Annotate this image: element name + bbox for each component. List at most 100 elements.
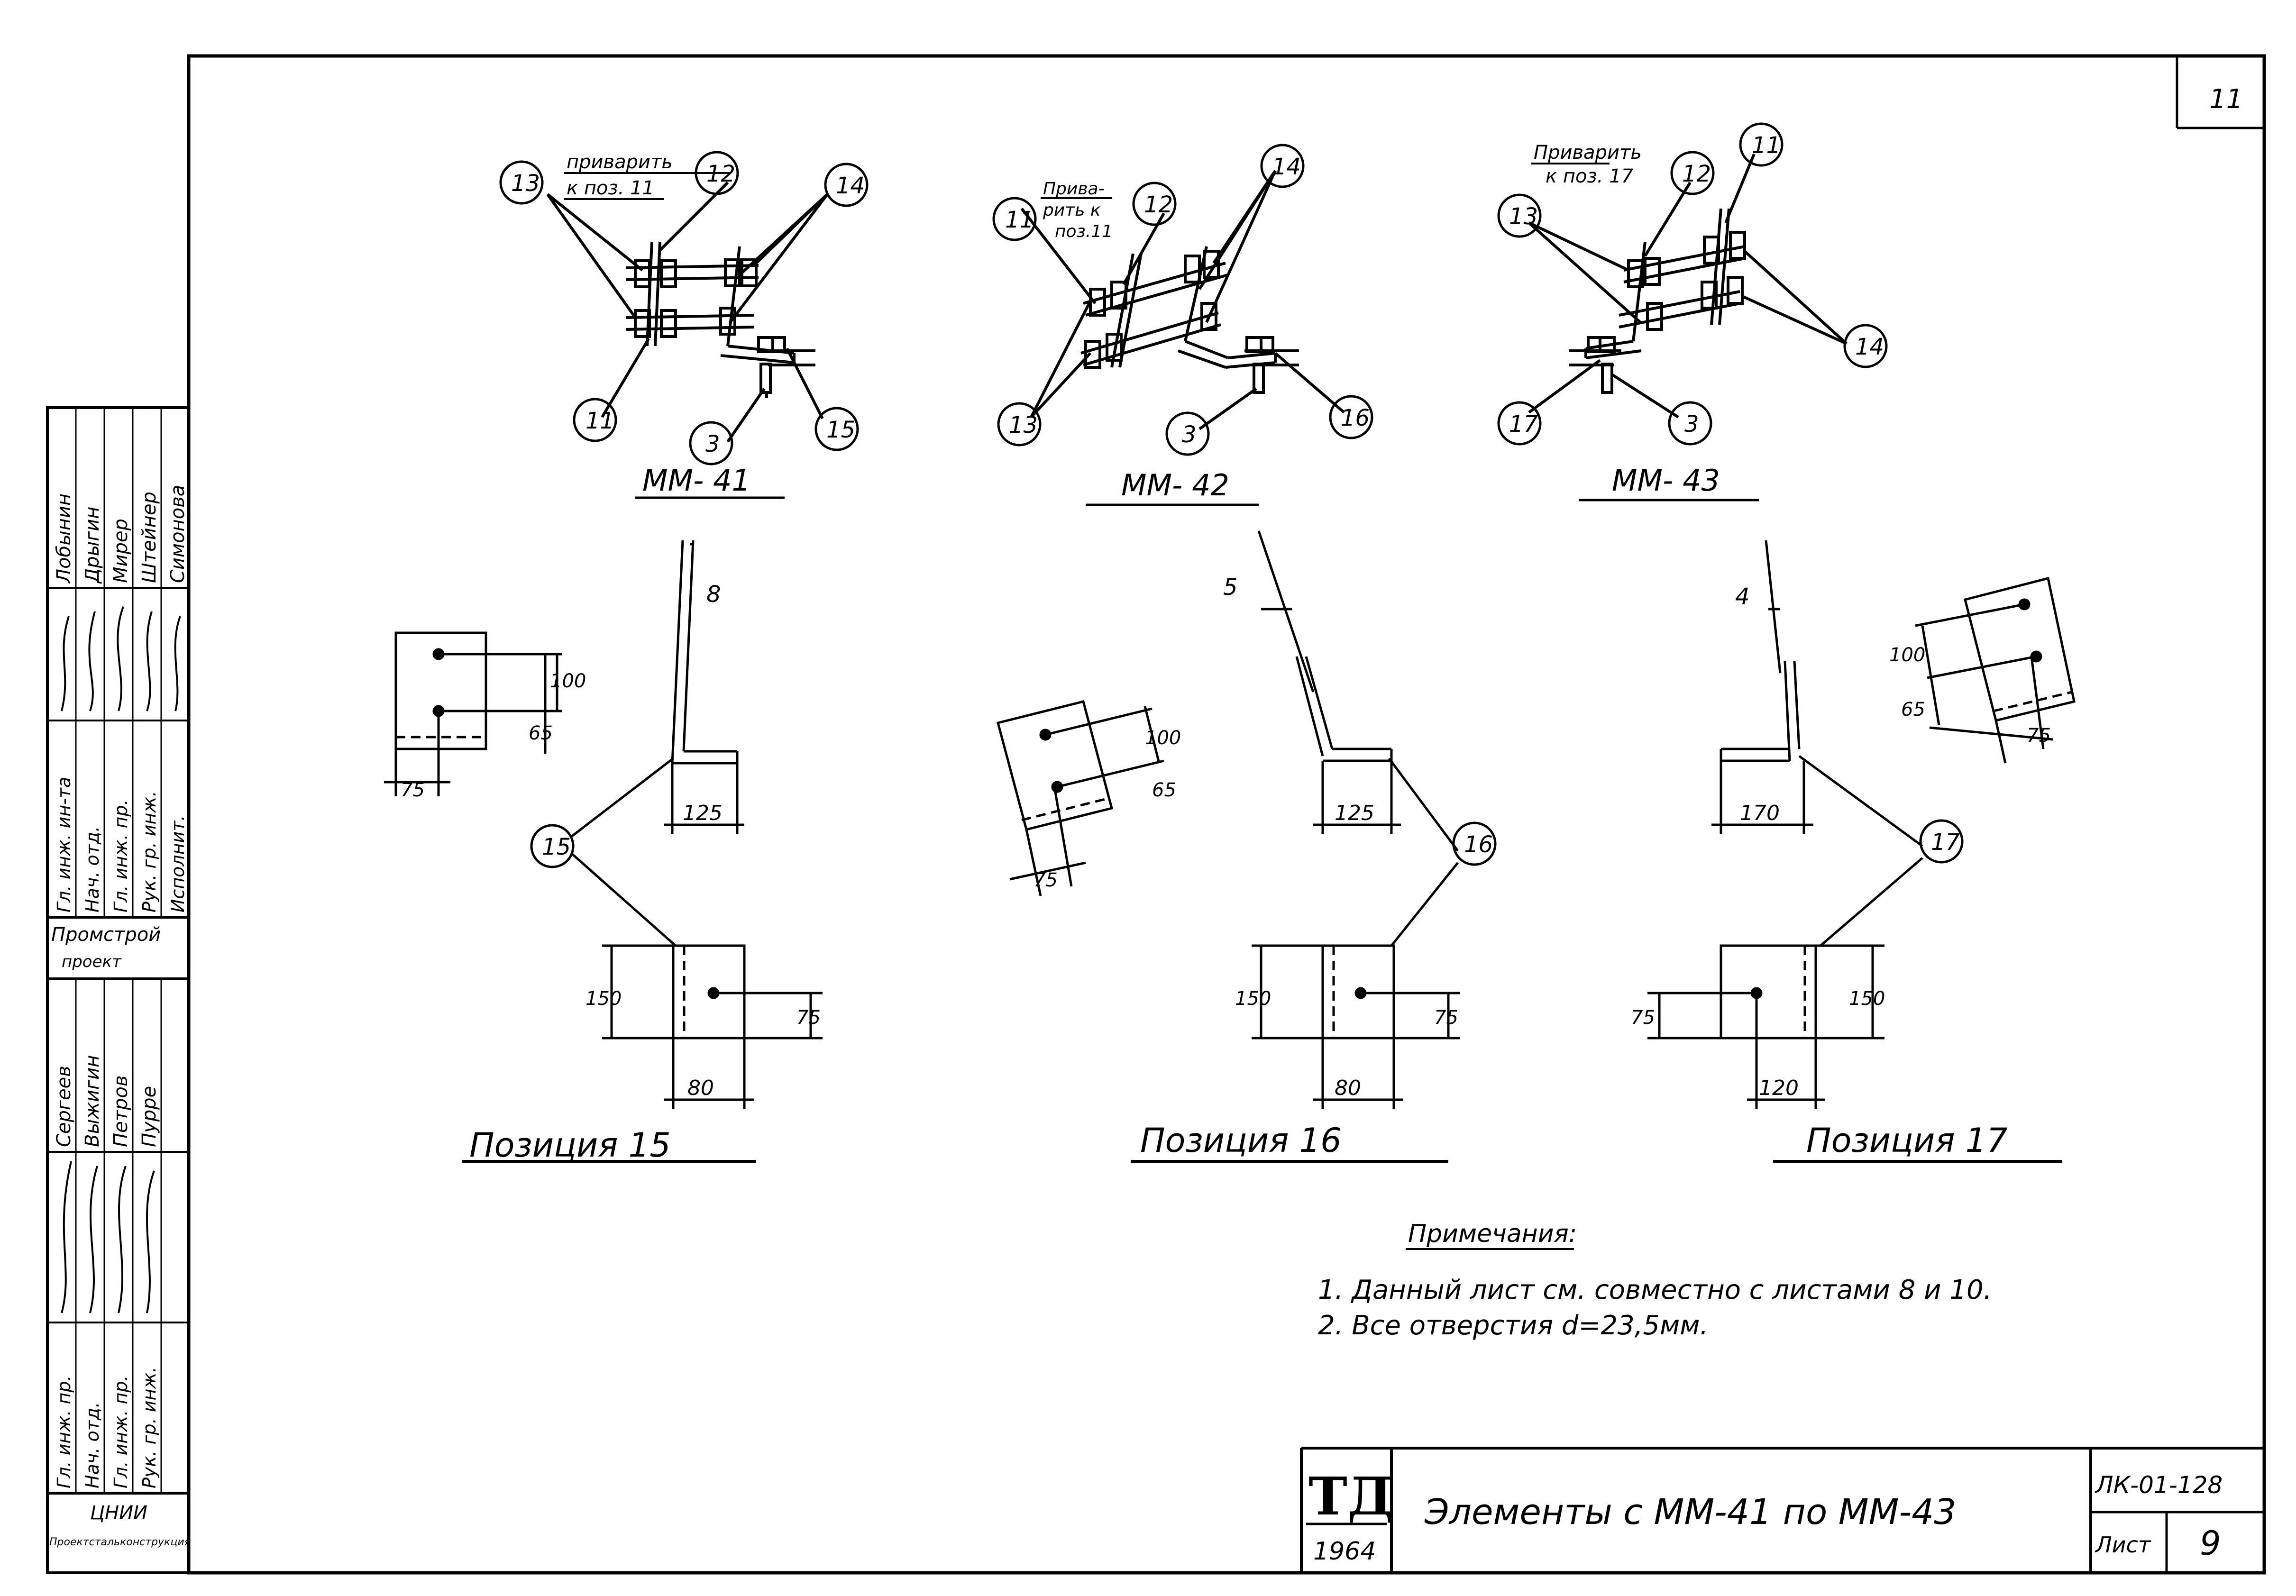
mm42-callout-11: 11 xyxy=(1005,207,1034,233)
pos17-angle-width: 170 xyxy=(1740,801,1780,825)
pos16-angle-width: 125 xyxy=(1335,801,1374,825)
stamp-org-lower-1: ЦНИИ xyxy=(90,1502,147,1524)
assembly-mm42-labels: 11 12 14 13 3 16 Привa- рить к поз.11 ММ… xyxy=(992,144,1373,502)
stamp-signatures-lower xyxy=(61,1161,155,1313)
pos17-base-dim-75: 75 xyxy=(1631,1007,1655,1029)
mm42-callout-13: 13 xyxy=(1009,412,1038,438)
title-block-title: Элементы с ММ-41 по ММ-43 xyxy=(1424,1492,1956,1532)
stamp-lower-role-3: Гл. инж. пр. xyxy=(110,1375,131,1488)
position-15-labels: 15 8 100 65 75 125 150 75 80 Позиция 15 xyxy=(401,581,821,1165)
pos16-callout: 16 xyxy=(1464,831,1493,858)
pos15-plate-dim-65: 65 xyxy=(529,722,553,744)
pos17-plate-dim-75: 75 xyxy=(2027,725,2051,747)
mm43-weld-note-2: к поз. 17 xyxy=(1546,165,1634,187)
pos15-title: Позиция 15 xyxy=(469,1126,671,1165)
stamp-org-upper-2: проект xyxy=(62,952,122,971)
stamp-role-1: Гл. инж. ин-та xyxy=(54,777,74,912)
title-block-year: 1964 xyxy=(1313,1537,1376,1566)
pos16-base-dim-150: 150 xyxy=(1235,988,1271,1010)
note-2: 2. Все отверстия d=23,5мм. xyxy=(1318,1310,1708,1341)
mm43-callout-13: 13 xyxy=(1509,203,1538,230)
mm41-weld-note-2: к поз. 11 xyxy=(567,177,654,199)
pos16-title: Позиция 16 xyxy=(1140,1121,1342,1160)
mm43-callout-3: 3 xyxy=(1684,411,1699,438)
stamp-lower-name-3: Петров xyxy=(110,1076,132,1147)
stamp-lower-role-1: Гл. инж. пр. xyxy=(54,1375,74,1488)
assembly-mm42 xyxy=(1020,170,1345,506)
mm43-callout-12: 12 xyxy=(1682,161,1711,187)
position-15-drawing xyxy=(384,540,823,1163)
title-block-sheet-label: Лист xyxy=(2095,1532,2151,1558)
pos15-base-dim-80: 80 xyxy=(687,1076,714,1100)
title-block: ТД 1964 Элементы с ММ-41 по ММ-43 ЛК-01-… xyxy=(1300,1447,2264,1573)
stamp-role-4: Рук. гр. инж. xyxy=(139,791,160,912)
mm43-title: ММ- 43 xyxy=(1612,463,1720,498)
mm41-callout-13: 13 xyxy=(511,170,540,197)
stamp-lower-name-4: Пурре xyxy=(138,1086,160,1147)
stamp-role-5: Исполнит. xyxy=(167,815,188,912)
pos15-plate-dim-100: 100 xyxy=(550,670,586,692)
pos17-base-dim-160: 150 xyxy=(1849,988,1885,1010)
pos17-callout: 17 xyxy=(1931,829,1960,856)
notes: Примечания: 1. Данный лист см. совместно… xyxy=(1318,1220,1992,1341)
note-1: 1. Данный лист см. совместно с листами 8… xyxy=(1318,1275,1992,1305)
mm42-weld-note-1: Привa- xyxy=(1043,179,1105,199)
mm41-callout-15: 15 xyxy=(826,417,855,443)
stamp-name-2: Дрыгин xyxy=(82,507,103,584)
mm41-callout-14: 14 xyxy=(836,173,865,199)
pos16-plate-dim-100: 100 xyxy=(1145,727,1181,749)
stamp-role-3: Гл. инж. пр. xyxy=(110,799,131,912)
pos15-base-dim-150: 150 xyxy=(585,988,622,1010)
pos15-thickness: 8 xyxy=(706,581,721,608)
mm41-callout-3: 3 xyxy=(705,431,720,457)
pos17-plate-dim-65: 65 xyxy=(1901,699,1925,720)
mm42-callout-14: 14 xyxy=(1272,154,1301,180)
mm41-callout-11: 11 xyxy=(585,408,614,434)
pos17-title: Позиция 17 xyxy=(1806,1121,2008,1160)
stamp-org-upper-1: Промстрой xyxy=(51,924,161,946)
pos15-base-dim-75: 75 xyxy=(796,1007,821,1029)
pos16-base-dim-80: 80 xyxy=(1335,1076,1361,1100)
mm43-callout-17: 17 xyxy=(1509,411,1538,438)
assembly-mm41-labels: 13 12 14 11 3 15 приварить к поз. 11 ММ-… xyxy=(499,151,869,498)
stamp-role-2: Нач. отд. xyxy=(82,826,103,912)
title-block-code: ЛК-01-128 xyxy=(2095,1471,2223,1499)
position-17-drawing xyxy=(1647,540,2076,1163)
stamp-name-5: Симонова xyxy=(167,485,189,583)
mm41-title: ММ- 41 xyxy=(642,463,750,498)
assembly-mm41 xyxy=(546,172,829,499)
title-block-sheet-number: 9 xyxy=(2200,1524,2221,1563)
assembly-mm43-labels: 13 12 11 14 17 3 Приварить к поз. 17 ММ-… xyxy=(1497,122,1888,498)
mm43-callout-11: 11 xyxy=(1752,132,1781,159)
stamp-signatures-upper xyxy=(61,606,181,711)
position-17-labels: 17 4 100 65 75 170 150 75 120 Позиция 17 xyxy=(1631,584,2051,1160)
position-16-labels: 16 5 100 65 75 125 150 75 80 Позиция 16 xyxy=(1034,574,1497,1160)
stamp-lower-role-2: Нач. отд. xyxy=(82,1402,103,1488)
pos17-thickness: 4 xyxy=(1735,584,1750,610)
stamp-lower-name-2: Выжигин xyxy=(82,1055,103,1147)
stamp-name-1: Лобынин xyxy=(53,493,75,584)
mm42-callout-16: 16 xyxy=(1341,405,1370,431)
pos15-angle-width: 125 xyxy=(683,801,723,825)
stamp-lower-name-1: Сергеев xyxy=(53,1066,75,1147)
mm42-callout-3: 3 xyxy=(1182,421,1197,448)
pos15-callout: 15 xyxy=(542,834,571,860)
pos17-plate-dim-100: 100 xyxy=(1889,644,1925,666)
mm42-callout-12: 12 xyxy=(1144,192,1173,218)
side-stamp: Гл. инж. ин-та Нач. отд. Гл. инж. пр. Ру… xyxy=(46,406,191,1574)
stamp-lower-role-4: Рук. гр. инж. xyxy=(139,1367,160,1488)
mm41-callout-12: 12 xyxy=(706,161,735,187)
stamp-org-lower-2: Проектстальконструкция xyxy=(49,1536,191,1548)
pos16-plate-dim-65: 65 xyxy=(1152,779,1176,801)
assembly-mm43 xyxy=(1528,153,1848,502)
corner-sheet-number: 11 xyxy=(2209,84,2243,115)
pos16-base-dim-75: 75 xyxy=(1434,1007,1458,1029)
mm43-callout-14: 14 xyxy=(1855,334,1884,360)
stamp-name-4: Штейнер xyxy=(138,492,160,583)
mm43-weld-note-1: Приварить xyxy=(1534,142,1642,164)
pos15-plate-dim-75: 75 xyxy=(401,779,425,801)
pos16-plate-dim-75: 75 xyxy=(1034,869,1058,891)
pos17-base-dim-120: 120 xyxy=(1759,1076,1799,1100)
mm41-weld-note-1: приварить xyxy=(567,151,673,173)
